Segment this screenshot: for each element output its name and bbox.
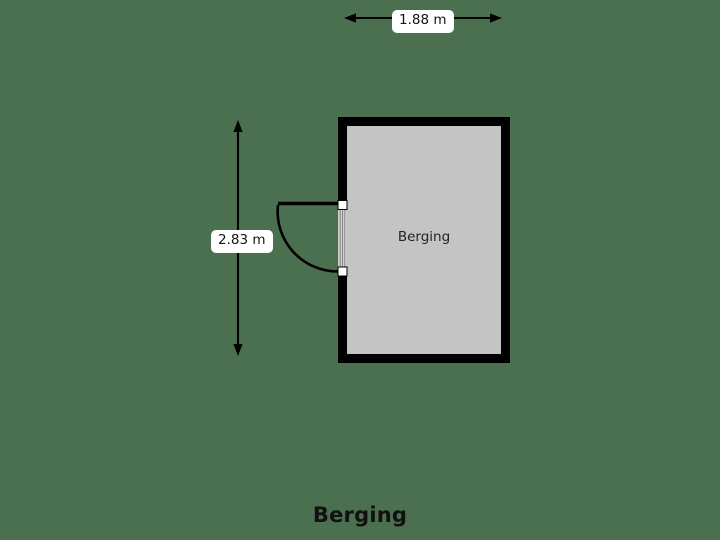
dimension-height-arrowhead-top bbox=[233, 120, 243, 132]
room-floor-fill bbox=[347, 126, 501, 354]
door-left-wall[interactable] bbox=[276, 200, 348, 277]
door-jamb-bottom bbox=[337, 266, 348, 277]
dimension-width-arrowhead-left bbox=[344, 13, 356, 23]
door-jamb-top bbox=[337, 200, 348, 210]
dimension-width-arrowhead-right bbox=[490, 13, 502, 23]
room-name-label: Berging bbox=[397, 229, 451, 245]
dimension-height-label: 2.83 m bbox=[211, 230, 273, 253]
dimension-height-arrowhead-bottom bbox=[233, 344, 243, 356]
page-title: Berging bbox=[312, 503, 408, 527]
door-swing-arc bbox=[276, 204, 339, 273]
room-berging[interactable] bbox=[338, 117, 510, 363]
dimension-width-label: 1.88 m bbox=[392, 10, 454, 33]
